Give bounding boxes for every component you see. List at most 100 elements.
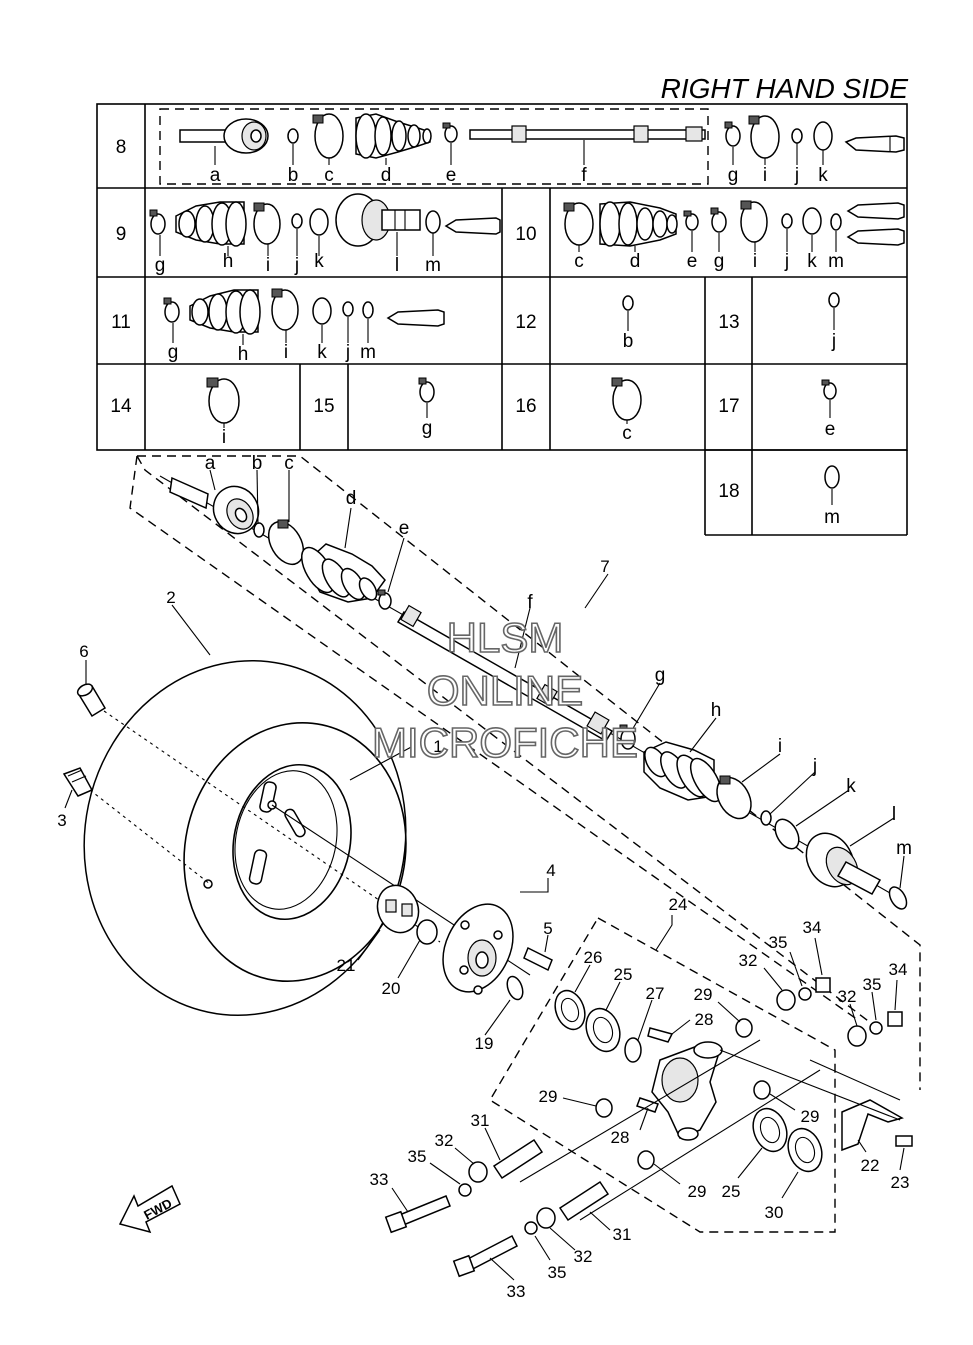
- svg-text:j: j: [794, 165, 799, 186]
- row-id-18: 18: [718, 481, 739, 502]
- svg-text:b: b: [252, 453, 263, 474]
- svg-text:34: 34: [803, 918, 822, 937]
- row-id-16: 16: [515, 396, 536, 417]
- svg-text:g: g: [655, 665, 666, 686]
- svg-text:g: g: [168, 342, 179, 363]
- row-id-8: 8: [116, 137, 127, 158]
- svg-text:c: c: [622, 423, 632, 444]
- svg-text:21: 21: [337, 956, 356, 975]
- row-id-14: 14: [110, 396, 132, 417]
- svg-text:31: 31: [613, 1225, 632, 1244]
- svg-text:k: k: [314, 251, 324, 272]
- svg-text:e: e: [446, 165, 457, 186]
- svg-text:32: 32: [739, 951, 758, 970]
- svg-text:j: j: [831, 331, 836, 352]
- svg-text:6: 6: [79, 642, 88, 661]
- svg-text:27: 27: [646, 984, 665, 1003]
- svg-text:3: 3: [57, 811, 66, 830]
- svg-text:i: i: [763, 165, 767, 186]
- svg-text:29: 29: [539, 1087, 558, 1106]
- svg-text:22: 22: [861, 1156, 880, 1175]
- svg-text:j: j: [294, 255, 299, 276]
- row-15-part: g: [418, 377, 435, 439]
- svg-text:c: c: [574, 251, 584, 272]
- wheel-tire: [62, 604, 553, 1036]
- svg-text:32: 32: [838, 987, 857, 1006]
- svg-text:i: i: [753, 251, 757, 272]
- svg-text:25: 25: [722, 1182, 741, 1201]
- svg-text:c: c: [324, 165, 334, 186]
- svg-text:1: 1: [433, 737, 442, 756]
- svg-text:m: m: [828, 251, 844, 272]
- svg-text:29: 29: [801, 1107, 820, 1126]
- svg-text:32: 32: [574, 1247, 593, 1266]
- drive-shaft-assembly: [129, 455, 921, 1090]
- svg-text:j: j: [345, 342, 350, 363]
- row-8-letters: a b c d e f g i j k: [210, 165, 829, 186]
- svg-text:g: g: [155, 255, 166, 276]
- svg-text:m: m: [425, 255, 441, 276]
- svg-text:h: h: [711, 700, 722, 721]
- svg-text:29: 29: [694, 985, 713, 1004]
- svg-text:b: b: [623, 331, 634, 352]
- svg-text:35: 35: [548, 1263, 567, 1282]
- svg-text:28: 28: [695, 1010, 714, 1029]
- svg-text:l: l: [395, 255, 399, 276]
- svg-text:29: 29: [688, 1182, 707, 1201]
- svg-text:h: h: [238, 344, 249, 365]
- svg-text:j: j: [784, 251, 789, 272]
- svg-text:20: 20: [382, 979, 401, 998]
- svg-text:g: g: [714, 251, 725, 272]
- svg-text:c: c: [284, 453, 294, 474]
- svg-text:33: 33: [370, 1170, 389, 1189]
- row-16-part: c: [611, 377, 642, 444]
- svg-text:f: f: [527, 592, 533, 613]
- row-9-letters: g h i j k l m: [155, 251, 441, 276]
- svg-text:i: i: [284, 342, 288, 363]
- svg-text:d: d: [346, 488, 357, 509]
- page-title: RIGHT HAND SIDE: [661, 73, 909, 104]
- row-id-11: 11: [111, 312, 131, 333]
- row-14-part: i: [206, 377, 240, 448]
- fwd-arrow-icon: FWD: [118, 1184, 181, 1234]
- kit-table: 8 9 10 11 12 13 14 15 16 17 18: [96, 103, 908, 536]
- svg-text:j: j: [812, 756, 817, 777]
- svg-text:g: g: [422, 418, 433, 439]
- svg-text:7: 7: [600, 557, 609, 576]
- row-11-parts: [163, 288, 445, 345]
- svg-text:FWD: FWD: [141, 1195, 174, 1222]
- svg-text:k: k: [846, 776, 856, 797]
- svg-text:33: 33: [507, 1282, 526, 1301]
- svg-text:31: 31: [471, 1111, 490, 1130]
- row-17-part: e: [821, 379, 837, 440]
- svg-text:23: 23: [891, 1173, 910, 1192]
- svg-text:m: m: [360, 342, 376, 363]
- svg-text:a: a: [205, 453, 216, 474]
- svg-text:35: 35: [769, 933, 788, 952]
- svg-text:HLSM: HLSM: [447, 614, 564, 661]
- svg-text:a: a: [210, 165, 221, 186]
- assembly-callouts: 7 2 6 3 1 4 5 21 20 19 24 26 25 27 28 29…: [57, 557, 909, 1301]
- svg-text:2: 2: [166, 588, 175, 607]
- svg-text:28: 28: [611, 1128, 630, 1147]
- svg-text:5: 5: [543, 919, 552, 938]
- svg-text:d: d: [630, 251, 641, 272]
- row-12-part: b: [622, 295, 634, 352]
- row-18-part: m: [824, 465, 840, 528]
- svg-text:l: l: [892, 804, 896, 825]
- svg-text:i: i: [778, 736, 782, 757]
- svg-text:k: k: [807, 251, 817, 272]
- svg-text:25: 25: [614, 965, 633, 984]
- shaft-letters: a b c d e f g h i j k l m: [205, 453, 912, 859]
- svg-text:i: i: [222, 427, 226, 448]
- row-id-13: 13: [718, 312, 739, 333]
- svg-text:35: 35: [408, 1147, 427, 1166]
- svg-text:4: 4: [546, 861, 555, 880]
- svg-text:MICROFICHE: MICROFICHE: [372, 719, 638, 766]
- svg-text:m: m: [824, 507, 840, 528]
- svg-text:30: 30: [765, 1203, 784, 1222]
- row-13-part: j: [828, 292, 840, 352]
- row-10-letters: c d e g i j k m: [574, 251, 844, 272]
- svg-text:e: e: [399, 518, 410, 539]
